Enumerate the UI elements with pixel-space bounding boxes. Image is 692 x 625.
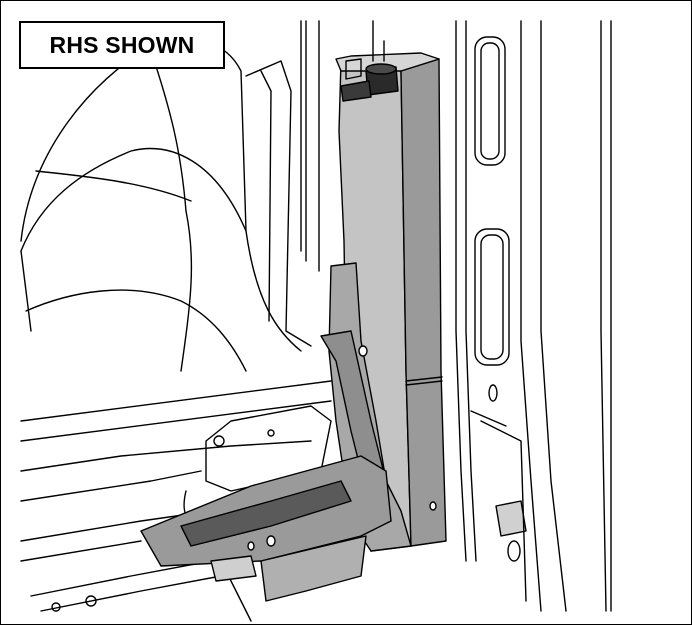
seat-rails bbox=[20, 380, 332, 622]
bracket-assembly bbox=[140, 52, 447, 602]
bolt bbox=[340, 58, 399, 102]
body-pillar bbox=[300, 20, 612, 612]
seat-back bbox=[20, 38, 312, 372]
rhs-shown-label: RHS SHOWN bbox=[19, 21, 225, 69]
